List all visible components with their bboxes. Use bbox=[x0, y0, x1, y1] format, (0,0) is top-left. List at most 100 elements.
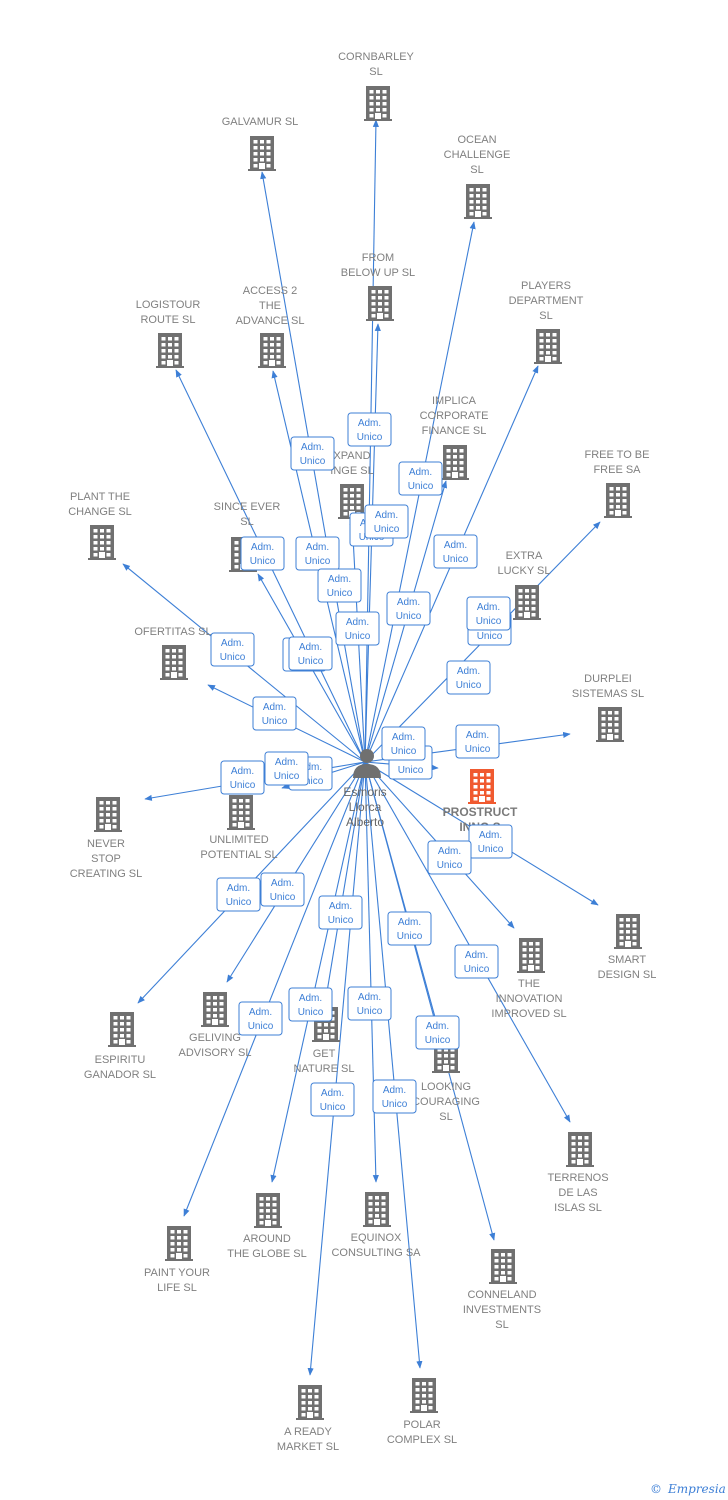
badge-label: Adm.Unico bbox=[425, 1021, 451, 1046]
badge-label: Adm.Unico bbox=[397, 917, 423, 942]
badge-label: Adm.Unico bbox=[437, 846, 463, 871]
company-label-ofertitas: OFERTITAS SL bbox=[134, 626, 211, 638]
role-badge-equinox[interactable]: Adm.Unico bbox=[347, 986, 392, 1021]
badge-label: Adm.Unico bbox=[270, 878, 296, 903]
badge-label: Adm.Unico bbox=[478, 830, 504, 855]
edge-geliving bbox=[226, 761, 366, 983]
role-badge-polar[interactable]: Adm.Unico bbox=[372, 1079, 417, 1114]
role-badge-a-ready[interactable]: Adm.Unico bbox=[310, 1082, 355, 1117]
role-badge-extra-6[interactable]: Adm.Unico bbox=[317, 568, 362, 603]
edge-around bbox=[270, 761, 366, 1183]
role-badge-plant[interactable]: Adm.Unico bbox=[210, 632, 255, 667]
copyright-icon: © bbox=[650, 1482, 662, 1496]
badge-label: Adm.Unico bbox=[298, 642, 324, 667]
role-badge-looking[interactable]: Adm.Unico bbox=[387, 911, 432, 946]
role-badge-logistour[interactable]: Adm.Unico bbox=[240, 536, 285, 571]
company-node-prostruct[interactable]: PROSTRUCTINNO S bbox=[443, 769, 518, 834]
role-badge-extra-0[interactable]: Adm.Unico bbox=[364, 504, 409, 539]
role-badge-extra-3[interactable]: Adm.Unico bbox=[264, 751, 309, 786]
role-badge-espiritu[interactable]: Adm.Unico bbox=[216, 877, 261, 912]
role-badge-conneland[interactable]: Adm.Unico bbox=[415, 1015, 460, 1050]
role-badge-cornbarley[interactable]: Adm.Unico bbox=[347, 412, 392, 447]
building-icon bbox=[468, 769, 496, 804]
building-icon bbox=[254, 1193, 282, 1228]
badges-layer: Adm.UnicoAdm.UnicoAdm.UnicoAdm.UnicoAdm.… bbox=[210, 412, 513, 1117]
role-badge-extra-1[interactable]: Adm.Unico bbox=[446, 660, 491, 695]
role-badge-innovation[interactable]: Adm.Unico bbox=[427, 840, 472, 875]
role-badge-smart-design[interactable]: Adm.Unico bbox=[468, 824, 513, 859]
role-badge-galvamur[interactable]: Adm.Unico bbox=[290, 436, 335, 471]
brand-name[interactable]: Empresia bbox=[667, 1482, 726, 1496]
badge-label: Adm.Unico bbox=[274, 757, 300, 782]
role-badge-ofertitas[interactable]: Adm.Unico bbox=[252, 696, 297, 731]
role-badge-access2[interactable]: Adm.Unico bbox=[295, 536, 340, 571]
footer-brand[interactable]: © Empresia bbox=[650, 1482, 726, 1496]
role-badge-expand[interactable]: Adm.Unico bbox=[335, 611, 380, 646]
role-badge-never-stop[interactable]: Adm.Unico bbox=[220, 760, 265, 795]
role-badge-players[interactable]: Adm.Unico bbox=[433, 534, 478, 569]
role-badge-durplei[interactable]: Adm.Unico bbox=[455, 724, 500, 759]
role-badge-terrenos[interactable]: Adm.Unico bbox=[454, 944, 499, 979]
role-badge-geliving[interactable]: Adm.Unico bbox=[260, 872, 305, 907]
role-badge-ocean[interactable]: Adm.Unico bbox=[398, 461, 443, 496]
building-icon bbox=[165, 1226, 193, 1261]
building-icon bbox=[534, 329, 562, 364]
building-icon bbox=[296, 1385, 324, 1420]
role-badge-around[interactable]: Adm.Unico bbox=[238, 1001, 283, 1036]
badge-label: Adm.Unico bbox=[298, 762, 324, 787]
role-badge-implica[interactable]: Adm.Unico bbox=[386, 591, 431, 626]
badge-label: Adm.Unico bbox=[250, 542, 276, 567]
role-badge-extra-2[interactable]: Adm.Unico bbox=[381, 726, 426, 761]
role-badge-get-nature[interactable]: Adm.Unico bbox=[318, 895, 363, 930]
role-badge-extra-4[interactable]: Adm.Unico bbox=[466, 596, 511, 631]
edge-a-ready bbox=[307, 761, 366, 1376]
company-node-galvamur[interactable]: GALVAMUR SL bbox=[222, 116, 299, 171]
role-badge-extra-5[interactable]: Adm.Unico bbox=[288, 636, 333, 671]
building-icon bbox=[410, 1378, 438, 1413]
building-icon bbox=[464, 184, 492, 219]
company-node-ofertitas[interactable]: OFERTITAS SL bbox=[134, 626, 212, 680]
role-badge-paint[interactable]: Adm.Unico bbox=[288, 987, 333, 1022]
badge-label: Adm.Unico bbox=[230, 766, 256, 791]
